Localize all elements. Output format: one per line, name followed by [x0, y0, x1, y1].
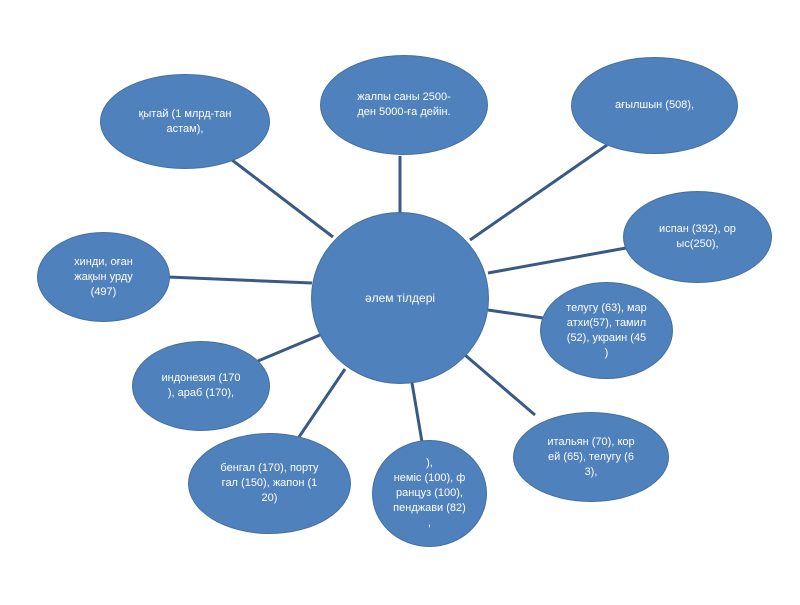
node-hindi-label: хинди, оған жақын урду (497) — [74, 255, 133, 298]
connector-italian — [464, 353, 536, 417]
center-label: әлем тілдері — [364, 290, 436, 305]
connector-bengali — [297, 368, 347, 438]
connector-telugu — [487, 308, 544, 320]
connector-chinese — [231, 158, 334, 239]
node-german-label: ), неміс (100), ф ранцуз (100), пенджави… — [393, 457, 466, 529]
node-indonesian-label: индонезия (170 ), араб (170), — [161, 372, 241, 399]
node-telugu-label: телугу (63), мар атхи(57), тамил (52), у… — [566, 301, 647, 359]
connector-english — [469, 143, 608, 242]
connector-german — [410, 382, 424, 443]
node-english-label: ағылшын (508), — [614, 99, 695, 111]
connector-indonesian — [257, 333, 321, 363]
node-chinese: қытай (1 млрд-тан астам), — [100, 74, 270, 169]
node-hindi: хинди, оған жақын урду (497) — [37, 232, 170, 322]
node-german: ), неміс (100), ф ранцуз (100), пенджави… — [372, 440, 487, 547]
node-bengali-label: бенгал (170), порту гал (150), жапон (1 … — [220, 462, 319, 504]
node-spanish: испан (392), ор ыс(250), — [623, 191, 772, 283]
node-italian: итальян (70), кор ей (65), телугу (6 3), — [513, 412, 669, 502]
node-telugu: телугу (63), мар атхи(57), тамил (52), у… — [540, 282, 673, 379]
node-spanish-label: испан (392), ор ыс(250), — [659, 223, 736, 250]
connector-hindi — [167, 275, 313, 285]
node-total-label: жалпы саны 2500- ден 5000-ға дейін. — [357, 91, 451, 118]
node-total: жалпы саны 2500- ден 5000-ға дейін. — [320, 55, 488, 155]
node-bengali: бенгал (170), порту гал (150), жапон (1 … — [188, 433, 351, 534]
connector-spanish — [487, 246, 627, 275]
node-chinese-label: қытай (1 млрд-тан астам), — [138, 107, 232, 135]
node-indonesian: индонезия (170 ), араб (170), — [132, 341, 270, 431]
center-node: әлем тілдері — [311, 212, 489, 384]
node-italian-label: итальян (70), кор ей (65), телугу (6 3), — [547, 435, 635, 478]
node-english: ағылшын (508), — [571, 57, 738, 154]
